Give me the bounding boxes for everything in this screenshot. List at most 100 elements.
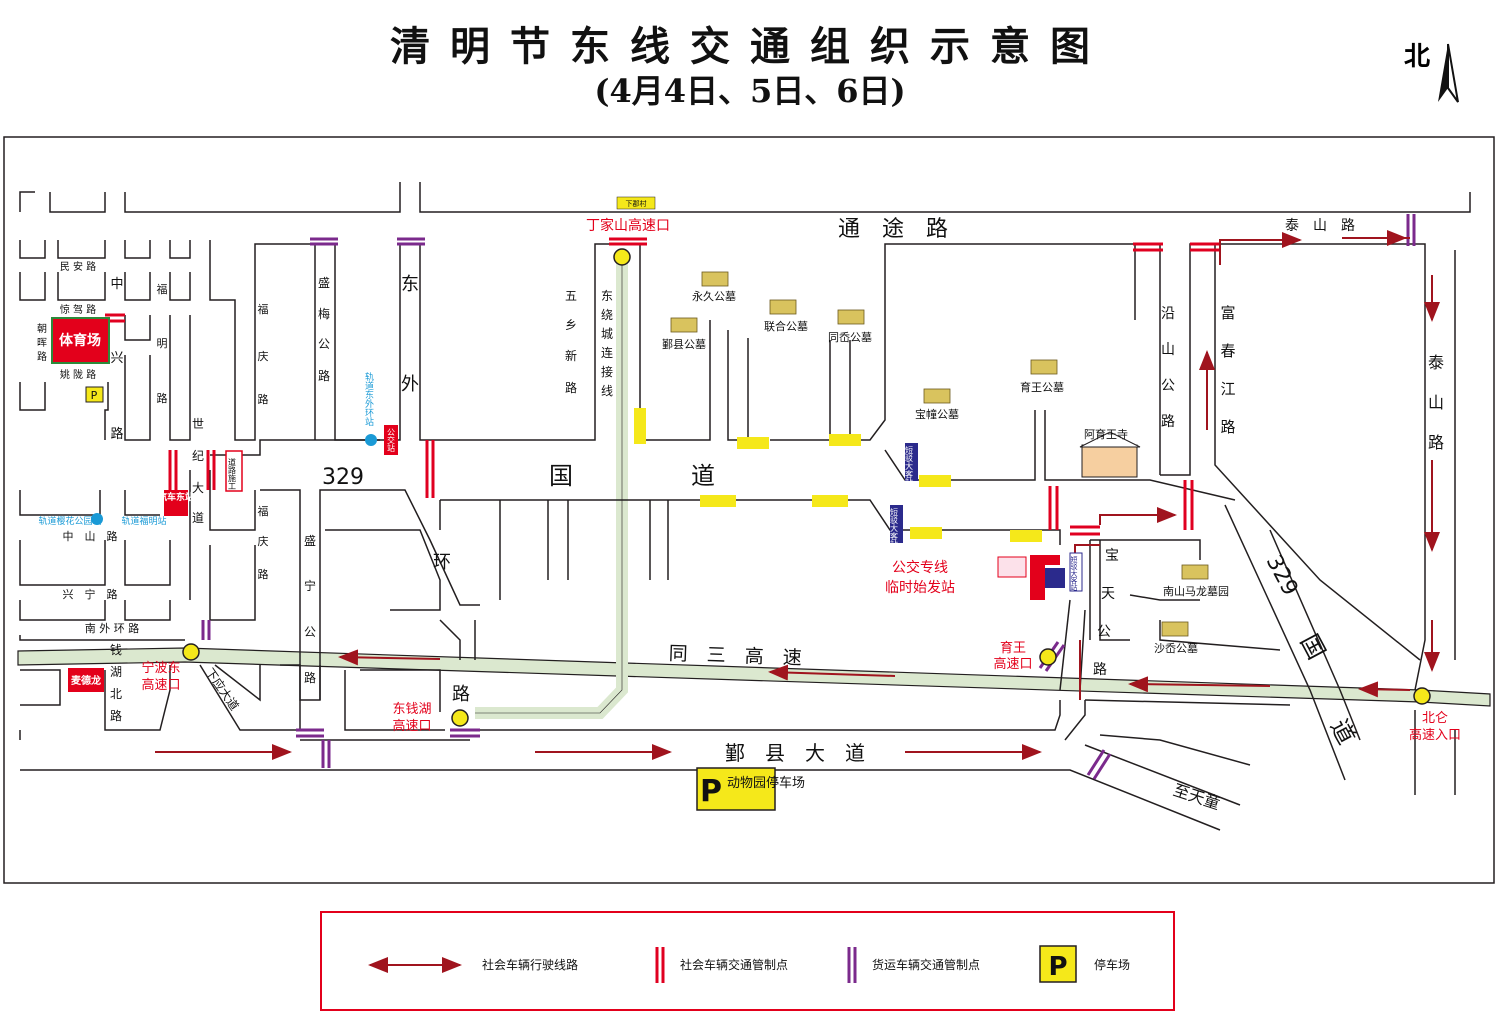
yuwang-exit-marker [1039, 648, 1057, 666]
shengning-3: 公 [304, 625, 316, 639]
zhongxing-1: 中 [110, 277, 123, 292]
taishan-road-1: 泰 [1428, 353, 1444, 372]
fuchunjiang-1: 富 [1220, 304, 1235, 322]
dongqianhu-label-1: 东钱湖 [392, 702, 431, 717]
taishan-road-top-label: 泰 山 路 [1285, 218, 1355, 234]
shiji-3: 大 [192, 481, 204, 495]
dongqianhu-exit-marker [451, 709, 469, 727]
shiji-2: 纪 [192, 449, 204, 463]
legend-parking-icon: P [1048, 952, 1067, 982]
qianhubei-1: 钱 [110, 642, 122, 657]
shengning-4: 路 [304, 670, 316, 685]
shiji-1: 世 [192, 417, 204, 431]
baotian-1: 宝 [1105, 548, 1119, 564]
guodao-right-2: 道 [1325, 715, 1361, 749]
svg-text:P: P [91, 389, 98, 402]
highway-band [17, 260, 1491, 719]
baotian-3: 公 [1097, 624, 1111, 640]
short-bus-2-label: 短驳大客站 [890, 507, 899, 549]
fuqing-1: 福 [258, 302, 269, 316]
map-frame [3, 136, 1495, 884]
fuqing2-3: 路 [258, 568, 269, 581]
yongjiu-label: 永久公墓 [692, 289, 736, 303]
dongraocheng-5: 接 [601, 364, 613, 379]
ningbodong-label-1: 宁波东 [141, 660, 180, 676]
jingju-label: 惊 驾 路 [60, 303, 96, 316]
nanshan-label: 南山马龙墓园 [1163, 585, 1229, 598]
wuxiangxin-4: 路 [565, 380, 577, 395]
beilun-exit-marker [1413, 687, 1431, 705]
minan-label: 民 安 路 [60, 260, 96, 273]
yuwang-cemetery-label: 育王公墓 [1020, 380, 1064, 394]
short-bus-3-label: 短驳大客站 [1070, 555, 1078, 592]
qianhubei-4: 路 [110, 708, 122, 723]
xiajiacun-label: 下郡村 [626, 199, 647, 208]
guodao-329-right: 329 [1261, 551, 1303, 600]
fuming-station-label: 轨道福明站 [121, 515, 166, 527]
exit-labels: 丁家山高速口 宁波东 高速口 东钱湖 高速口 育王 高速口 北仑 高速入口 公交… [141, 217, 1461, 743]
yaolong-label: 姚 陇 路 [60, 368, 96, 381]
qianhubei-3: 北 [110, 687, 122, 701]
zhaohui-1: 朝 [37, 323, 47, 335]
dongwaihuan-3: 环 [433, 552, 451, 573]
legend-route-label: 社会车辆行驶线路 [482, 957, 578, 972]
fuchunjiang-2: 春 [1220, 342, 1235, 360]
shengmei-3: 公 [318, 337, 330, 351]
dongraocheng-2: 绕 [601, 308, 613, 322]
guodao-right-1: 国 [1295, 630, 1331, 664]
north-arrow-icon [1438, 43, 1459, 103]
shengmei-2: 梅 [318, 306, 330, 321]
shengmei-1: 盛 [318, 275, 330, 290]
bus-station-label: 公交站 [387, 428, 396, 453]
baotian-2: 天 [1101, 586, 1115, 602]
baotian-4: 路 [1093, 662, 1107, 678]
fuqing-3: 路 [258, 393, 269, 406]
parking-zoo-label: 动物园停车场 [727, 775, 805, 791]
dongwaihuan-4: 路 [452, 684, 470, 705]
shengning-1: 盛 [304, 533, 316, 548]
dingjiashan-label: 丁家山高速口 [586, 217, 670, 234]
fuqing2-1: 福 [258, 504, 269, 518]
map-subtitle: (4月4日、5日、6日) [594, 72, 906, 110]
fuchunjiang-3: 江 [1220, 380, 1235, 398]
exit-markers [182, 248, 1431, 727]
yanshan-3: 公 [1161, 378, 1175, 394]
fuchunjiang-4: 路 [1220, 418, 1235, 436]
legend: 社会车辆行驶线路 社会车辆交通管制点 货运车辆交通管制点 P 停车场 [320, 911, 1175, 1011]
beilun-label-2: 高速入口 [1409, 727, 1461, 743]
fuqing2-2: 庆 [258, 534, 269, 548]
short-bus-1-label: 短驳大客站 [905, 445, 914, 487]
traffic-control-points [105, 237, 1220, 536]
zhitiantong-label: 至天童 [1171, 780, 1223, 813]
fuqing-2: 庆 [258, 349, 269, 363]
xiaying-label: 下应大道 [203, 665, 243, 713]
shiji-4: 道 [192, 511, 204, 525]
tongxin-label: 同岙公墓 [828, 331, 872, 344]
road-labels: 通 途 路 泰 山 路 泰 山 路 329 国 道 329 国 道 同 三 高 … [37, 217, 1444, 813]
tongtu-road-label: 通 途 路 [838, 217, 948, 242]
shengning-2: 宁 [304, 578, 316, 593]
dongwaihuan-1: 东 [401, 274, 419, 295]
ayuwang-label: 阿育王寺 [1084, 427, 1128, 441]
bus-terminal-label-2: 临时始发站 [885, 580, 955, 596]
zhaohui-3: 路 [37, 350, 47, 363]
yinxian-cemetery-label: 鄞县公墓 [662, 338, 706, 351]
road-network [19, 182, 1471, 831]
ningbodong-label-2: 高速口 [141, 677, 180, 693]
zhongxing-3: 路 [110, 426, 123, 442]
places: 体育场 P 汽车东站 麦德龙 永久公墓 联合公墓 同岙公墓 鄞县公墓 宝幢公墓 … [38, 271, 1229, 811]
dongqianhu-label-2: 高速口 [392, 718, 431, 734]
ningbodong-exit-marker [182, 643, 200, 661]
qichedongzhan-label: 汽车东站 [158, 491, 194, 503]
fuming-3: 路 [157, 392, 168, 405]
nanwaihuan-label: 南 外 环 路 [85, 622, 140, 635]
shaxin-label: 沙岙公墓 [1154, 642, 1198, 655]
dongraocheng-6: 线 [601, 384, 613, 398]
yanshan-2: 山 [1161, 342, 1175, 358]
fuming-2: 明 [157, 337, 168, 350]
yuwang-exit-label-1: 育王 [1000, 640, 1026, 656]
legend-parking-label: 停车场 [1094, 957, 1130, 972]
legend-control-label: 社会车辆交通管制点 [680, 957, 788, 972]
wuxiangxin-1: 五 [565, 289, 577, 303]
beilun-label-1: 北仑 [1422, 711, 1448, 726]
